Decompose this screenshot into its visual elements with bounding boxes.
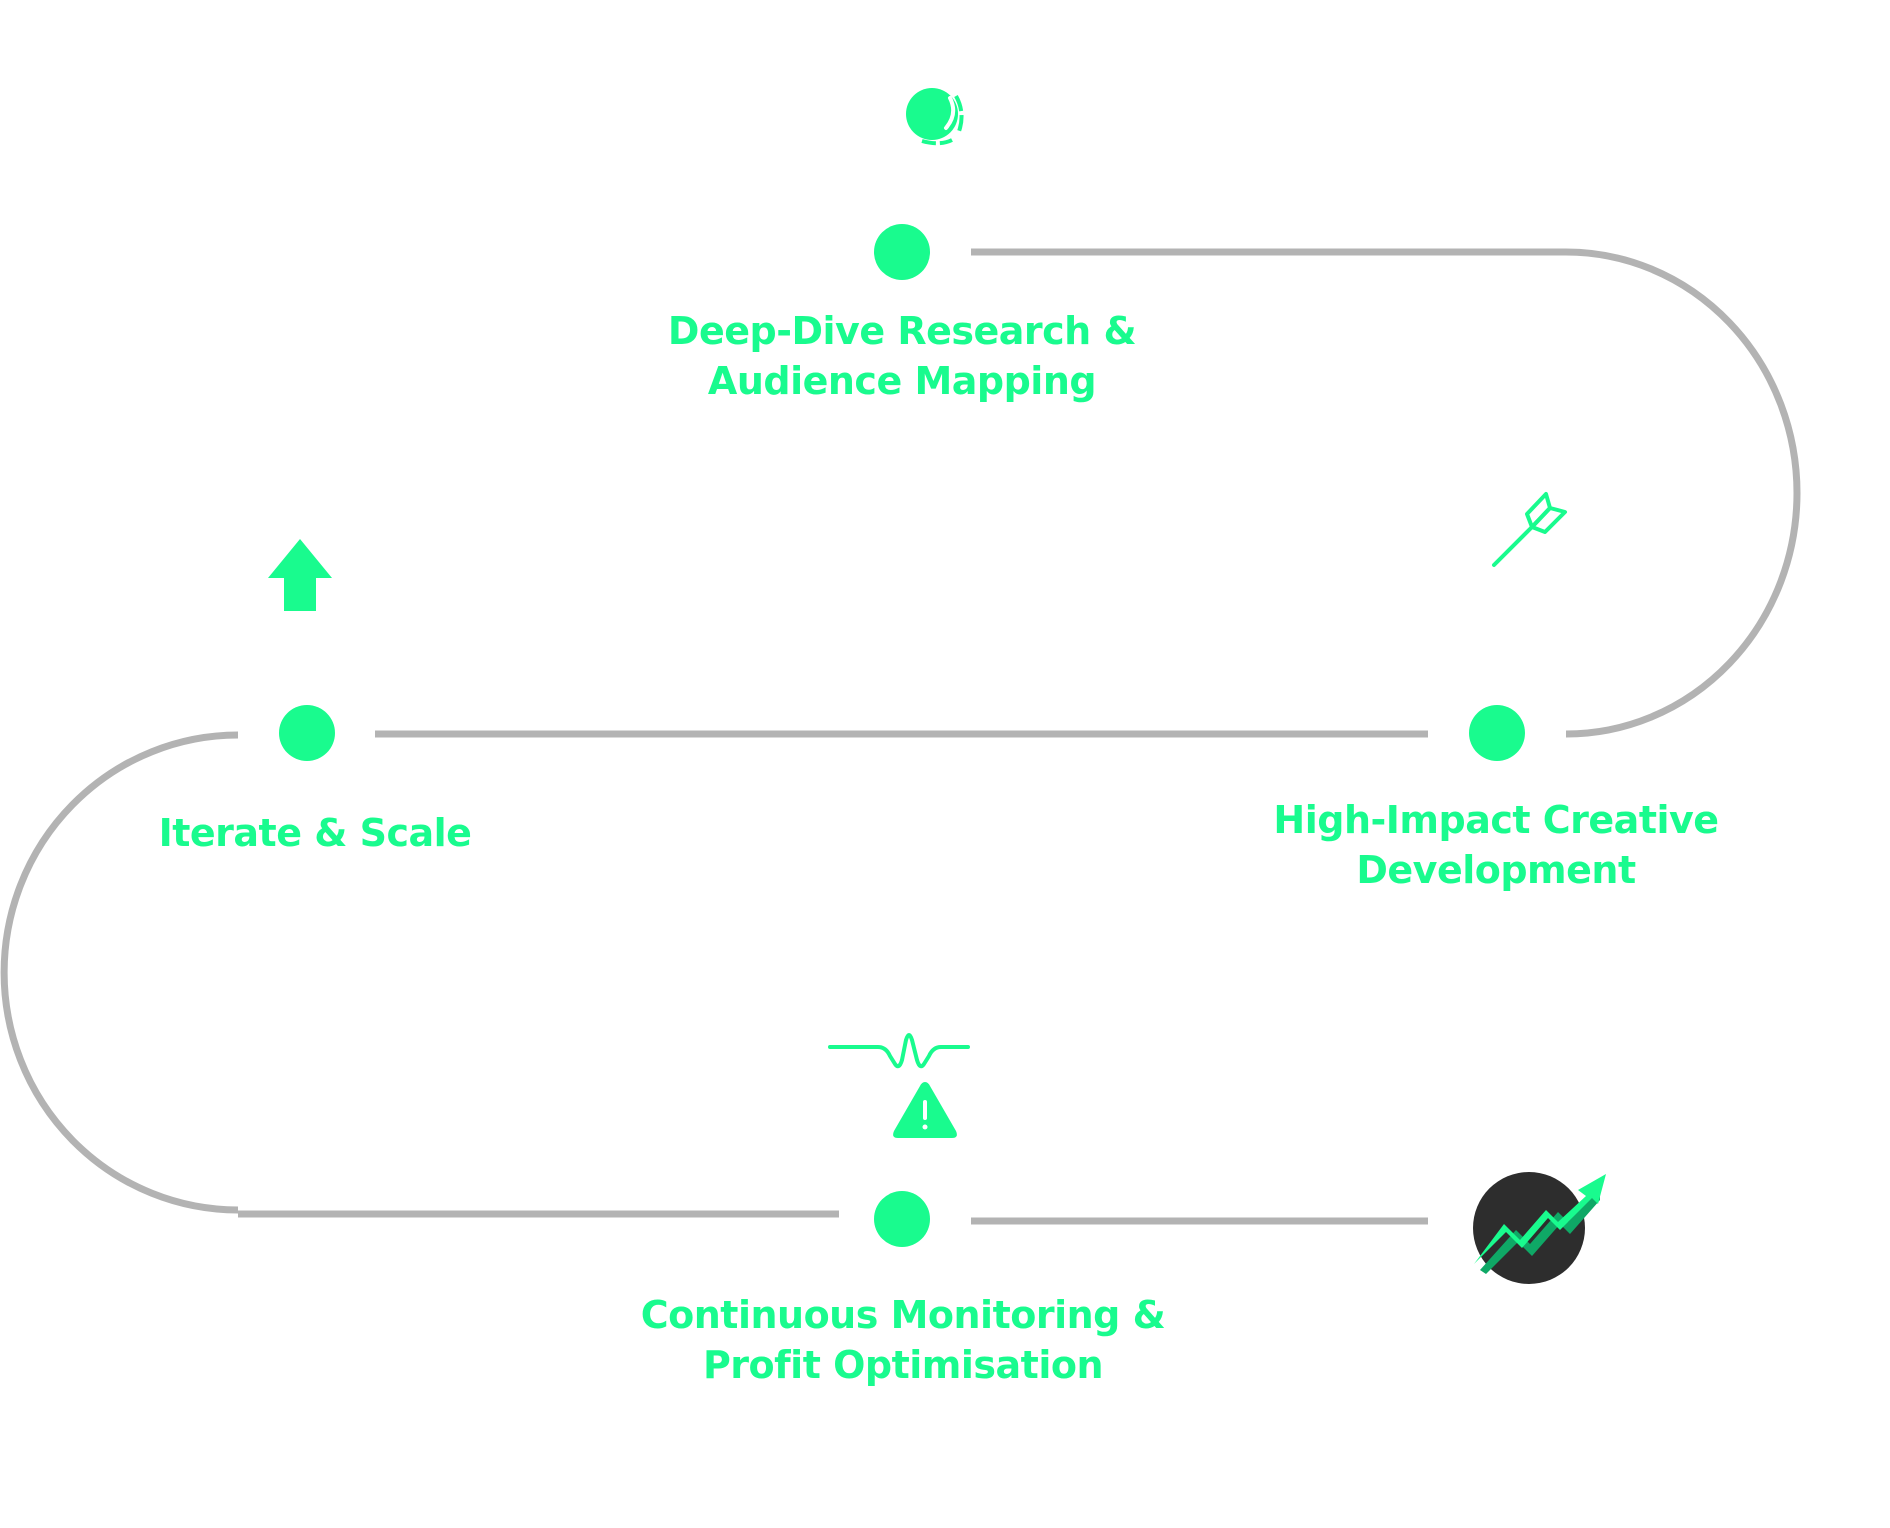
step-label-line: Continuous Monitoring & <box>640 1293 1166 1337</box>
growth-chart-icon <box>1473 1172 1606 1284</box>
step-label-scale: Iterate & Scale <box>115 808 515 858</box>
step-label-monitoring: Continuous Monitoring & Profit Optimisat… <box>553 1290 1253 1390</box>
step-dot-scale[interactable] <box>279 705 335 761</box>
step-dot-creative[interactable] <box>1469 705 1525 761</box>
step-label-line: Iterate & Scale <box>158 811 472 855</box>
bubble-icon <box>906 88 964 146</box>
step-label-line: Development <box>1356 848 1636 892</box>
step-dot-monitoring[interactable] <box>874 1191 930 1247</box>
roadmap-path <box>0 248 1801 1225</box>
dart-icon <box>1492 492 1567 567</box>
step-label-line: Deep-Dive Research & <box>667 309 1137 353</box>
step-dot-research[interactable] <box>874 224 930 280</box>
path-arc-right <box>1565 248 1801 738</box>
pulse-warning-icon <box>828 1033 970 1138</box>
step-label-creative: High-Impact Creative Development <box>1196 795 1796 895</box>
step-label-line: Profit Optimisation <box>702 1343 1104 1387</box>
step-label-research: Deep-Dive Research & Audience Mapping <box>602 306 1202 406</box>
arrow-up-icon <box>268 539 332 611</box>
step-label-line: High-Impact Creative <box>1273 798 1719 842</box>
step-label-line: Audience Mapping <box>707 359 1097 403</box>
path-arc-left <box>0 731 239 1214</box>
